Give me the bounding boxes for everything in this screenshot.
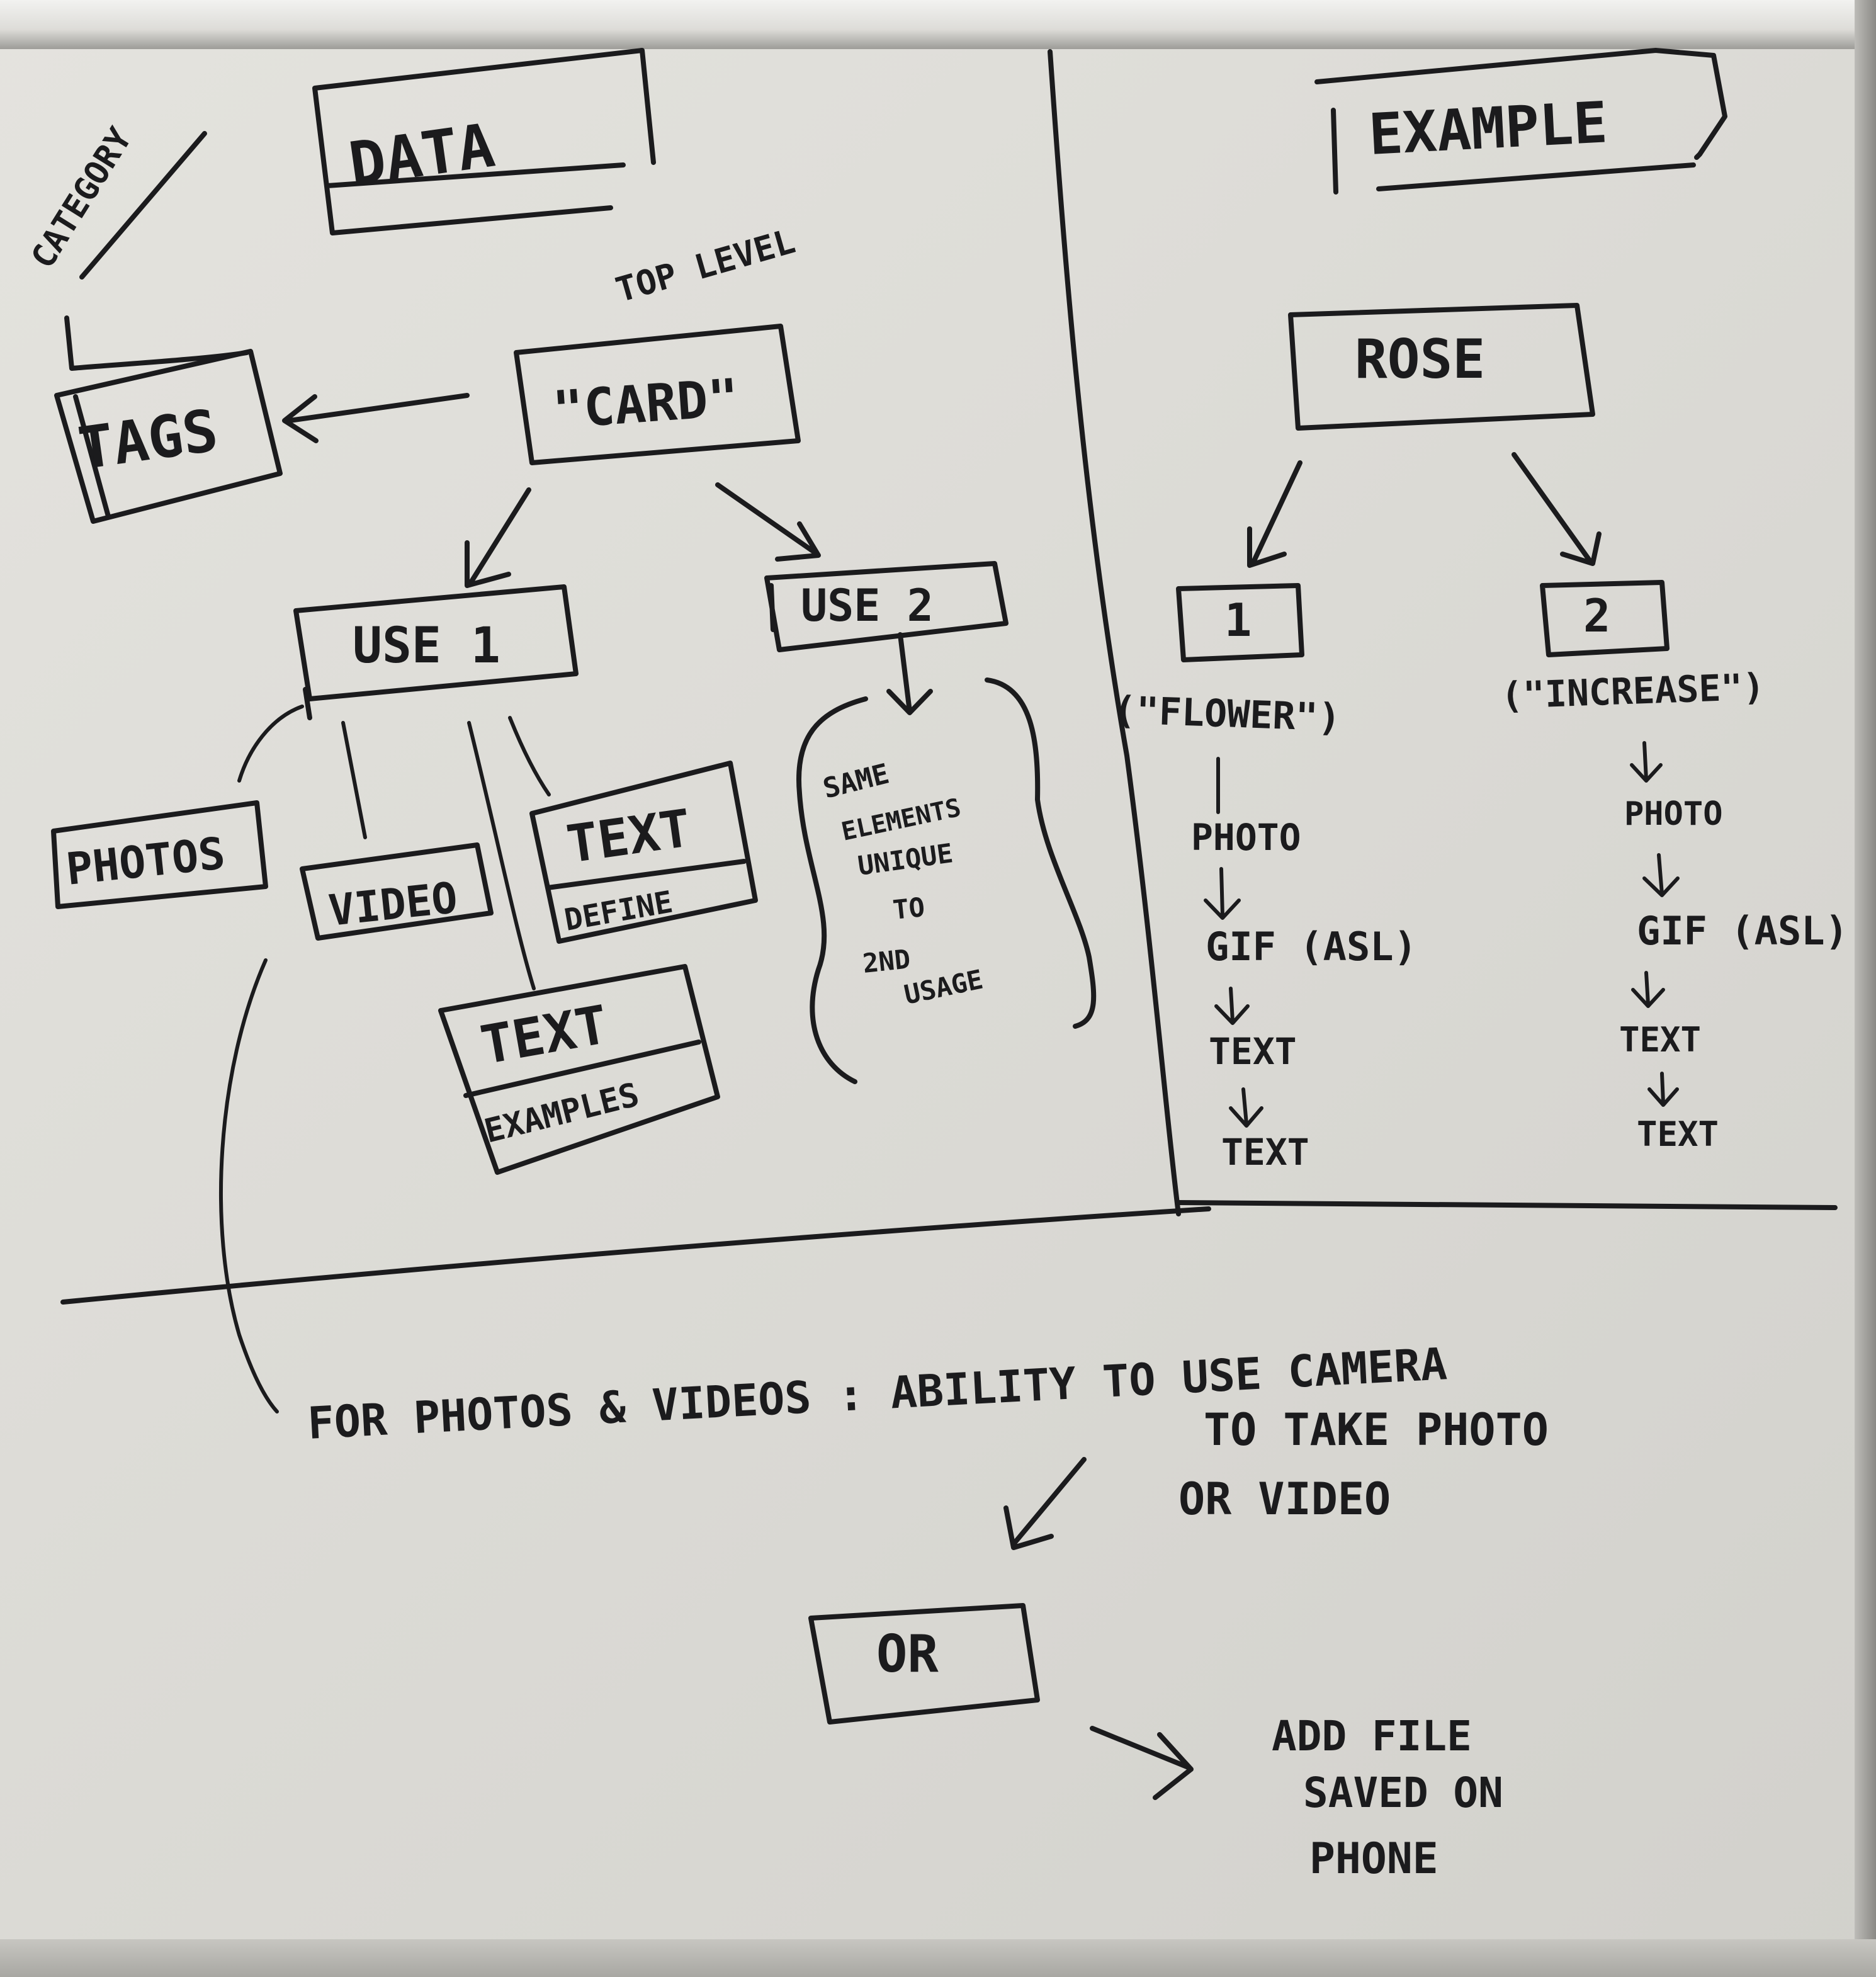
use1-box: [293, 584, 579, 720]
use1-to-text-examples-line: [467, 721, 536, 990]
rose-box: [1288, 303, 1595, 431]
sense1-number-box: [1176, 583, 1304, 662]
sense2-step: GIF (ASL): [1637, 908, 1848, 954]
sense2-step: TEXT: [1619, 1020, 1701, 1060]
horizontal-divider-line: [60, 1206, 1211, 1305]
data-title-box: [312, 48, 656, 235]
text-examples-box: [438, 964, 720, 1175]
or-to-add-file-arrow: [1090, 1726, 1194, 1800]
use2-right-brace: [985, 677, 1097, 1029]
use2-note-line: USAGE: [901, 964, 986, 1011]
photos-box: [51, 800, 268, 909]
example-title: EXAMPLE: [1367, 89, 1609, 168]
use1-to-text-define-line: [508, 716, 551, 796]
add-file-line: ADD FILE: [1272, 1712, 1472, 1760]
use2-left-brace: [796, 696, 868, 1084]
whiteboard-frame-right: [1855, 0, 1876, 1977]
sense1-step: PHOTO: [1191, 816, 1301, 859]
sense1-meaning: ("FLOWER"): [1112, 688, 1341, 740]
sense1-step: TEXT: [1209, 1030, 1297, 1073]
category-line: [79, 131, 207, 280]
camera-note-line2: TO TAKE PHOTO: [1204, 1404, 1549, 1456]
video-box: [300, 842, 494, 941]
use2-down-arrow: [886, 632, 933, 715]
media-to-camera-note-curve: [219, 958, 279, 1413]
whiteboard-frame-bottom: [0, 1939, 1876, 1977]
use2-box: [764, 561, 1009, 652]
vertical-divider-line: [1048, 49, 1181, 1216]
rose-to-sense2-arrow: [1512, 452, 1602, 566]
or-box: [808, 1603, 1040, 1725]
note-to-or-arrow: [1003, 1457, 1087, 1550]
rose-label: ROSE: [1355, 328, 1485, 391]
photos-label: PHOTOS: [64, 827, 227, 895]
text-define-box: [529, 761, 758, 944]
card-to-tags-arrow: [282, 393, 470, 443]
use2-label: USE 2: [801, 580, 934, 632]
sense2-arrow: [1642, 853, 1680, 897]
video-label: VIDEO: [327, 873, 460, 936]
top-level-label: TOP LEVEL: [611, 221, 800, 310]
card-box: [514, 324, 801, 465]
example-title-box: [1314, 48, 1727, 195]
sense2-step: TEXT: [1637, 1114, 1719, 1154]
use2-note-line: TO: [891, 892, 926, 926]
sense2-number-box: [1540, 580, 1670, 657]
use2-note-line: UNIQUE: [856, 837, 955, 881]
tags-box: [54, 349, 283, 524]
card-to-use2-arrow: [715, 482, 821, 562]
card-to-use1-arrow: [465, 487, 531, 588]
use1-label: USE 1: [353, 618, 500, 674]
sense1-arrow: [1229, 1087, 1263, 1128]
data-title: DATA: [345, 110, 499, 200]
text-define-label: TEXT: [563, 798, 695, 875]
camera-note-line3: OR VIDEO: [1178, 1473, 1391, 1525]
sense2-number: 2: [1583, 589, 1610, 642]
card-label: "CARD": [551, 368, 741, 441]
sense2-meaning: ("INCREASE"): [1500, 665, 1765, 717]
sense2-arrow: [1631, 971, 1665, 1008]
sense1-step: GIF (ASL): [1206, 924, 1417, 970]
use1-to-photos-line: [237, 705, 304, 783]
or-label: OR: [876, 1624, 939, 1684]
sense2-step: PHOTO: [1624, 795, 1723, 833]
use2-note-line: 2ND: [861, 943, 912, 979]
sense1-arrow: [1214, 987, 1250, 1025]
sense2-arrow: [1630, 741, 1663, 783]
add-file-line: PHONE: [1309, 1834, 1438, 1884]
add-file-line: SAVED ON: [1303, 1769, 1503, 1817]
sense1-step: TEXT: [1221, 1131, 1309, 1174]
sense2-arrow: [1647, 1072, 1679, 1107]
right-horizontal-divider-line: [1175, 1200, 1838, 1210]
use1-to-video-line: [341, 721, 367, 839]
rose-to-sense1-arrow: [1247, 460, 1302, 568]
tags-label: TAGS: [74, 397, 222, 483]
category-label: CATEGORY: [24, 121, 140, 275]
sense1-number: 1: [1224, 594, 1252, 647]
whiteboard-frame-top: [0, 0, 1876, 49]
use2-note-line: SAME: [820, 758, 892, 805]
sense1-arrow: [1204, 867, 1241, 920]
